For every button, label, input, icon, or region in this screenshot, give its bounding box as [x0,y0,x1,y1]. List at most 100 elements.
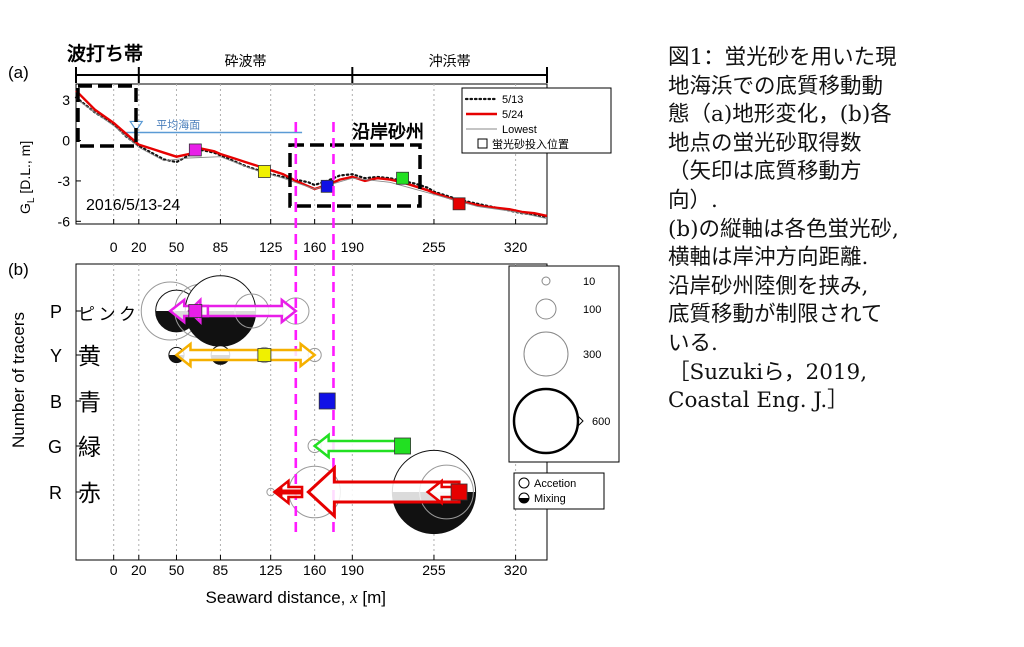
panel-a-xtick-label: 160 [303,239,327,255]
panel-b-xtick-label: 0 [110,562,118,578]
size-legend-frame [508,265,620,463]
injection-point-marker [320,179,334,193]
xlabel-text: Seaward distance, [206,588,351,607]
zone-header: 波打ち帯 砕波帯 沖浜帯 [67,42,548,83]
figure-caption: 図1：蛍光砂を用いた現地海浜での底質移動動態（a)地形変化，(b)各地点の蛍光砂… [668,44,1018,416]
panel-b-frame [75,263,548,561]
row-letter: R [49,483,62,503]
mean-sea-level-label: 平均海面 [156,117,200,131]
panel-a-xtick-label: 0 [110,239,118,255]
xlabel-variable: x [349,588,358,607]
size-legend-circle [541,276,551,286]
size-legend-circle [523,331,569,377]
caption-line: 底質移動が制限されて [668,302,883,328]
injection-marker [188,304,203,318]
panel-b-xtick-label: 50 [169,562,185,578]
row-color-name: 赤 [78,480,101,506]
xlabel-unit: [m] [358,588,386,607]
panel-b-xtick-label: 85 [213,562,229,578]
transport-arrow [194,297,298,325]
injection-marker [318,392,336,410]
row-letter: P [50,302,62,322]
injection-marker [257,348,272,362]
caption-line: （矢印は底質移動方 [668,159,862,185]
mixing-swatch-half [519,498,529,503]
size-legend-circle [512,387,580,455]
panel-b-xtick-label: 190 [341,562,365,578]
caption-line: 図1：蛍光砂を用いた現 [668,45,897,70]
caption-line: 沿岸砂州陸側を挟み, [668,273,869,299]
panel-a-xtick-label: 50 [169,239,185,255]
ylabel-rest: [D.L., m] [17,141,33,198]
legend-square-swatch [477,138,488,149]
caption-line: ［Suzukiら，2019, [668,359,868,385]
panel-a-xtick-label: 255 [422,239,446,255]
row-color-name: 黄 [78,343,101,369]
injection-marker [394,437,411,455]
panel-a-xtick-label: 190 [341,239,365,255]
panel-b-ylabel: Number of tracers [9,312,28,448]
type-legend-entry: Mixing [534,493,566,505]
panel-b-xtick-label: 255 [422,562,446,578]
row-color-name: 青 [78,389,101,415]
transport-arrow [306,464,461,520]
size-legend-value: 100 [583,304,601,316]
transport-arrow-small [274,486,303,498]
accretion-swatch [518,477,530,489]
caption-line: 態（a)地形変化，(b)各 [668,102,892,128]
size-legend-circle [535,298,557,320]
type-legend-entry: Accetion [534,478,576,490]
size-legend-pointer [576,414,584,428]
transport-arrow [174,341,266,369]
date-label: 2016/5/13-24 [86,197,180,214]
panel-a-xtick-label: 20 [131,239,147,255]
injection-point-marker [257,165,271,178]
row-color-name: 緑 [78,434,101,460]
panel-b-xtick-label: 20 [131,562,147,578]
panel-b-xtick-label: 320 [504,562,528,578]
caption-line: 地点の蛍光砂取得数 [668,130,862,156]
transport-arrow [312,432,404,460]
transport-arrow [263,341,317,369]
injection-point-marker [452,197,466,211]
panel-a-xtick-label: 125 [259,239,283,255]
swash-zone-box [76,84,138,148]
caption-line: いる. [668,330,718,356]
panel-a-label: (a) [8,63,29,82]
row-color-name: ピンク [78,305,136,324]
zone-label: 砕波帯 [225,53,267,69]
panel-b-xlabel: Seaward distance, x [m] [206,588,386,607]
caption-line: 横軸は岸沖方向距離. [668,245,869,271]
panel-b-label: (b) [8,260,29,279]
panel-a-ytick-label: -6 [58,213,71,229]
caption-line: Coastal Eng. J.］ [668,388,849,414]
injection-point-marker [396,171,409,185]
size-legend-value: 600 [592,416,610,428]
row-letter: Y [50,346,62,366]
zone-label: 波打ち帯 [67,42,143,65]
sandbar-label: 沿岸砂州 [352,121,424,142]
panel-a-ytick-label: -3 [58,173,71,189]
ylabel-sub: L [26,197,37,203]
caption-line: (b)の縦軸は各色蛍光砂, [668,216,899,242]
panel-a-ylabel: GL [D.L., m] [17,141,37,214]
legend-entry: Lowest [502,124,537,136]
row-letter: G [48,437,62,457]
tracer-mixing-half [185,311,256,347]
caption-line: 地海浜での底質移動動 [668,73,884,99]
injection-point-marker [188,143,202,157]
ylabel-main: G [17,203,33,214]
panel-a-frame [75,83,548,225]
panel-a-xtick-label: 320 [504,239,528,255]
injection-marker [450,483,468,501]
panel-a-ytick-label: 0 [62,133,70,149]
legend-entry: 5/24 [502,109,523,121]
zone-label: 沖浜帯 [429,53,471,69]
type-legend-frame [513,472,605,510]
caption-line: 向）. [668,187,718,213]
